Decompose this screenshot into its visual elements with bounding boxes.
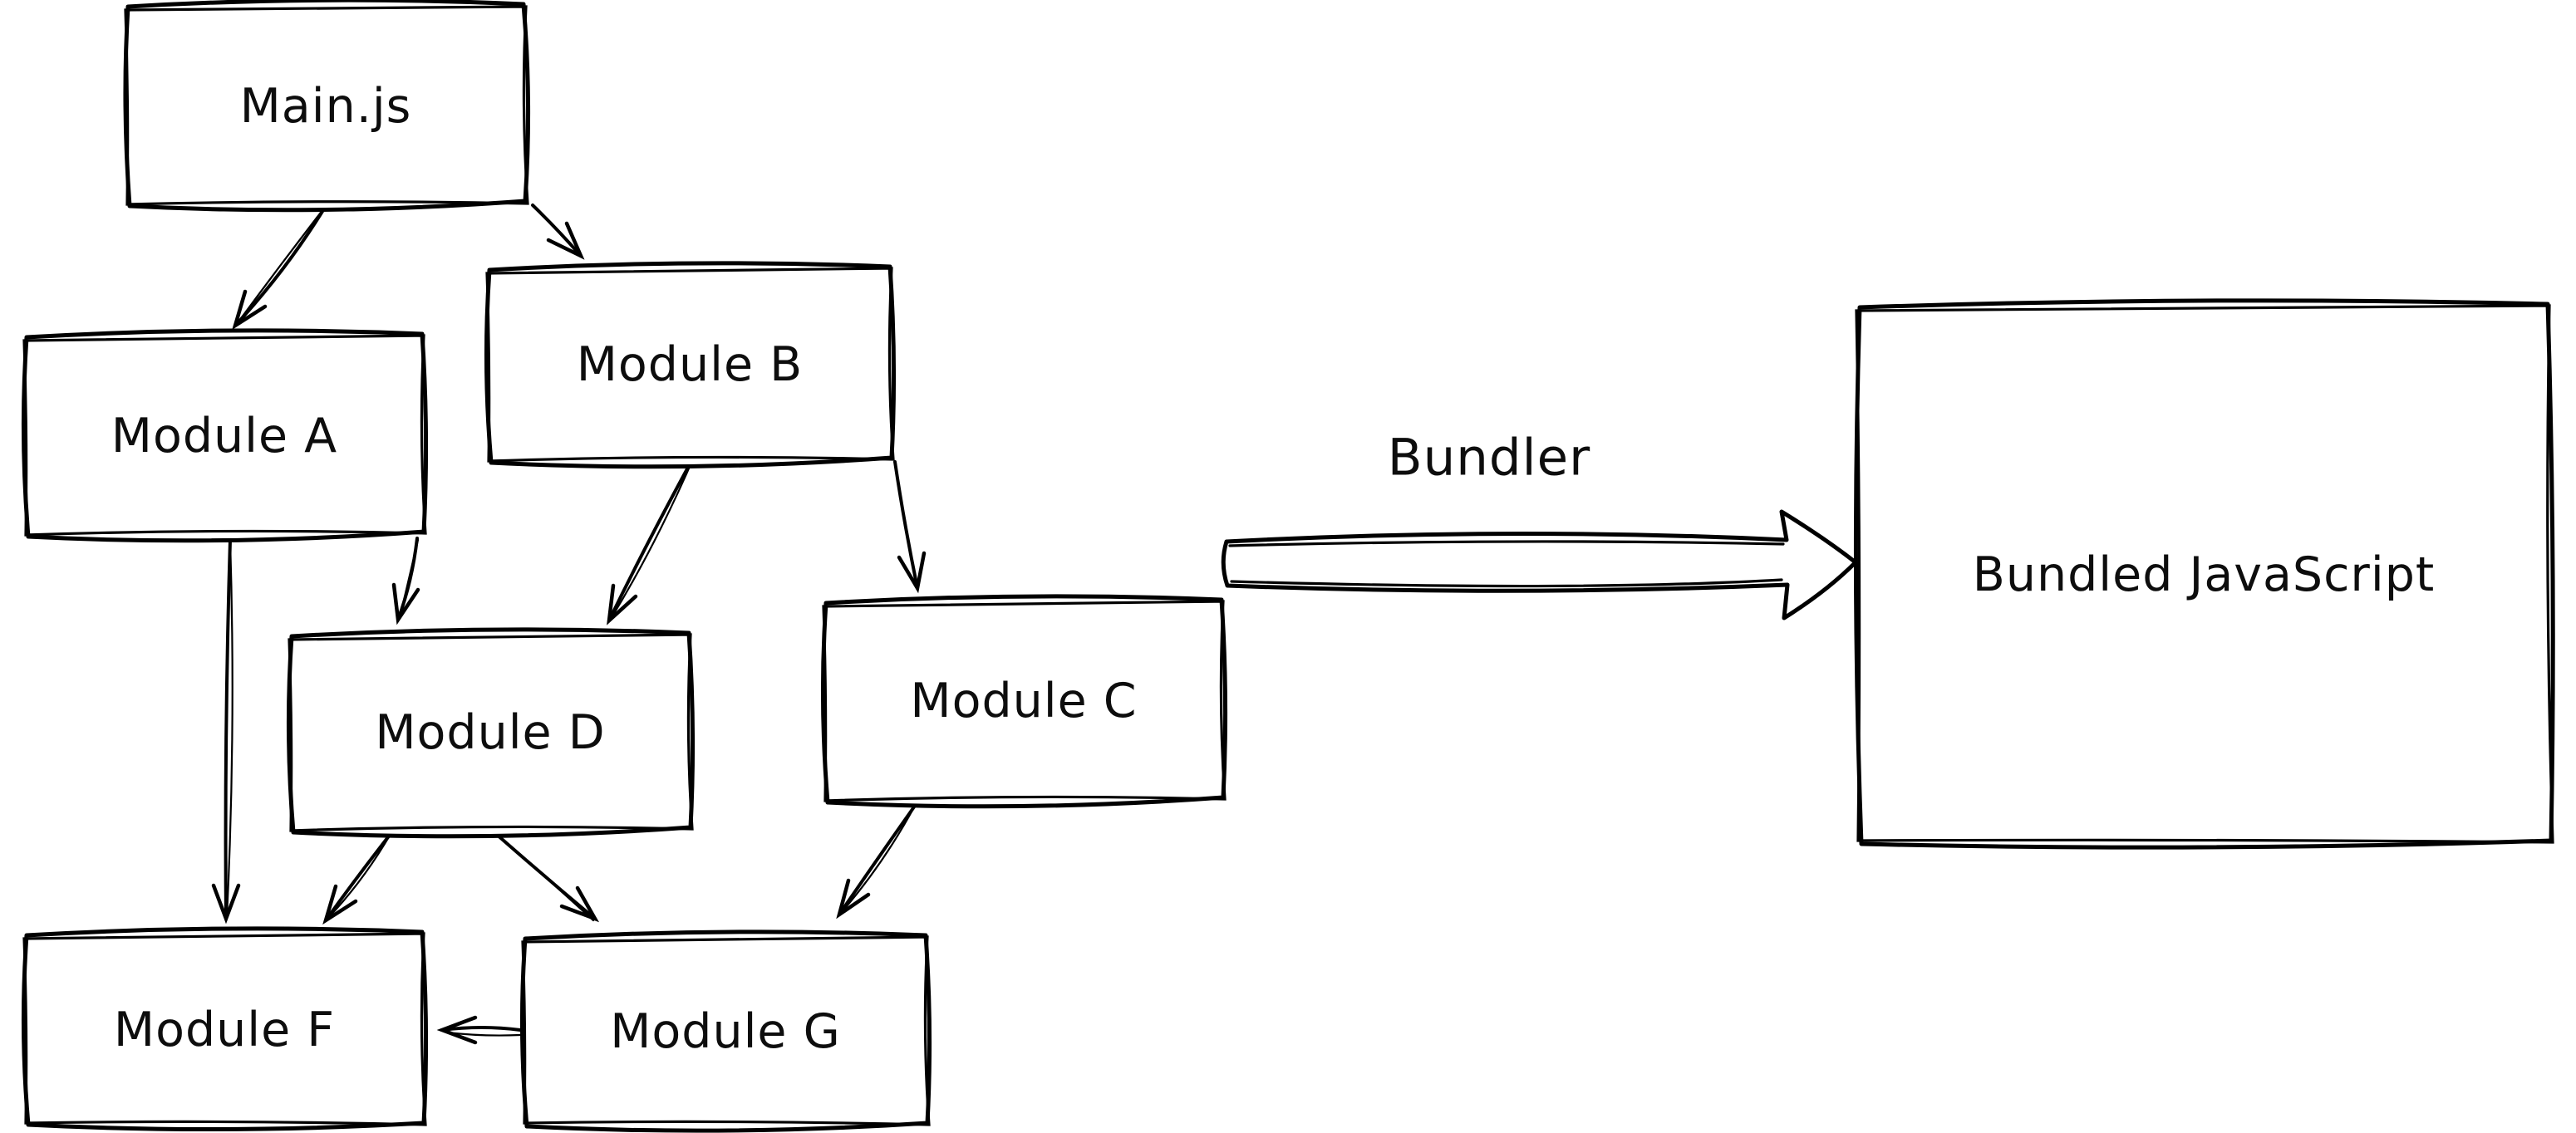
arrow-module-b-to-module-d xyxy=(607,454,696,625)
arrow-module-c-to-module-g xyxy=(836,804,917,920)
arrow-module-d-to-module-f xyxy=(322,832,392,925)
arrow-module-b-to-module-c xyxy=(893,460,927,594)
arrow-module-a-to-module-d xyxy=(391,537,420,625)
module-g-label: Module G xyxy=(610,1004,841,1059)
arrow-main-to-module-b xyxy=(531,204,585,260)
node-module-f: Module F xyxy=(21,926,429,1132)
module-a-label: Module A xyxy=(111,409,337,464)
arrow-module-d-to-module-g xyxy=(494,832,600,923)
bundler-arrow xyxy=(1221,509,1858,620)
module-c-label: Module C xyxy=(910,674,1137,728)
node-module-d: Module D xyxy=(286,627,696,839)
node-module-a: Module A xyxy=(21,328,429,543)
bundler-label: Bundler xyxy=(1388,428,1590,487)
node-bundled-javascript: Bundled JavaScript xyxy=(1853,298,2555,850)
module-b-label: Module B xyxy=(577,337,804,392)
node-module-g: Module G xyxy=(519,929,932,1133)
node-main-js: Main.js xyxy=(123,0,531,213)
bundled-javascript-label: Bundled JavaScript xyxy=(1973,547,2435,602)
module-d-label: Module D xyxy=(375,705,605,760)
node-module-b: Module B xyxy=(484,261,897,469)
arrow-module-g-to-module-f xyxy=(436,1015,522,1045)
arrow-module-a-to-module-f xyxy=(211,538,241,925)
arrow-main-to-module-a xyxy=(232,204,327,331)
main-js-label: Main.js xyxy=(240,79,412,134)
module-f-label: Module F xyxy=(114,1003,335,1057)
node-module-c: Module C xyxy=(820,594,1228,809)
